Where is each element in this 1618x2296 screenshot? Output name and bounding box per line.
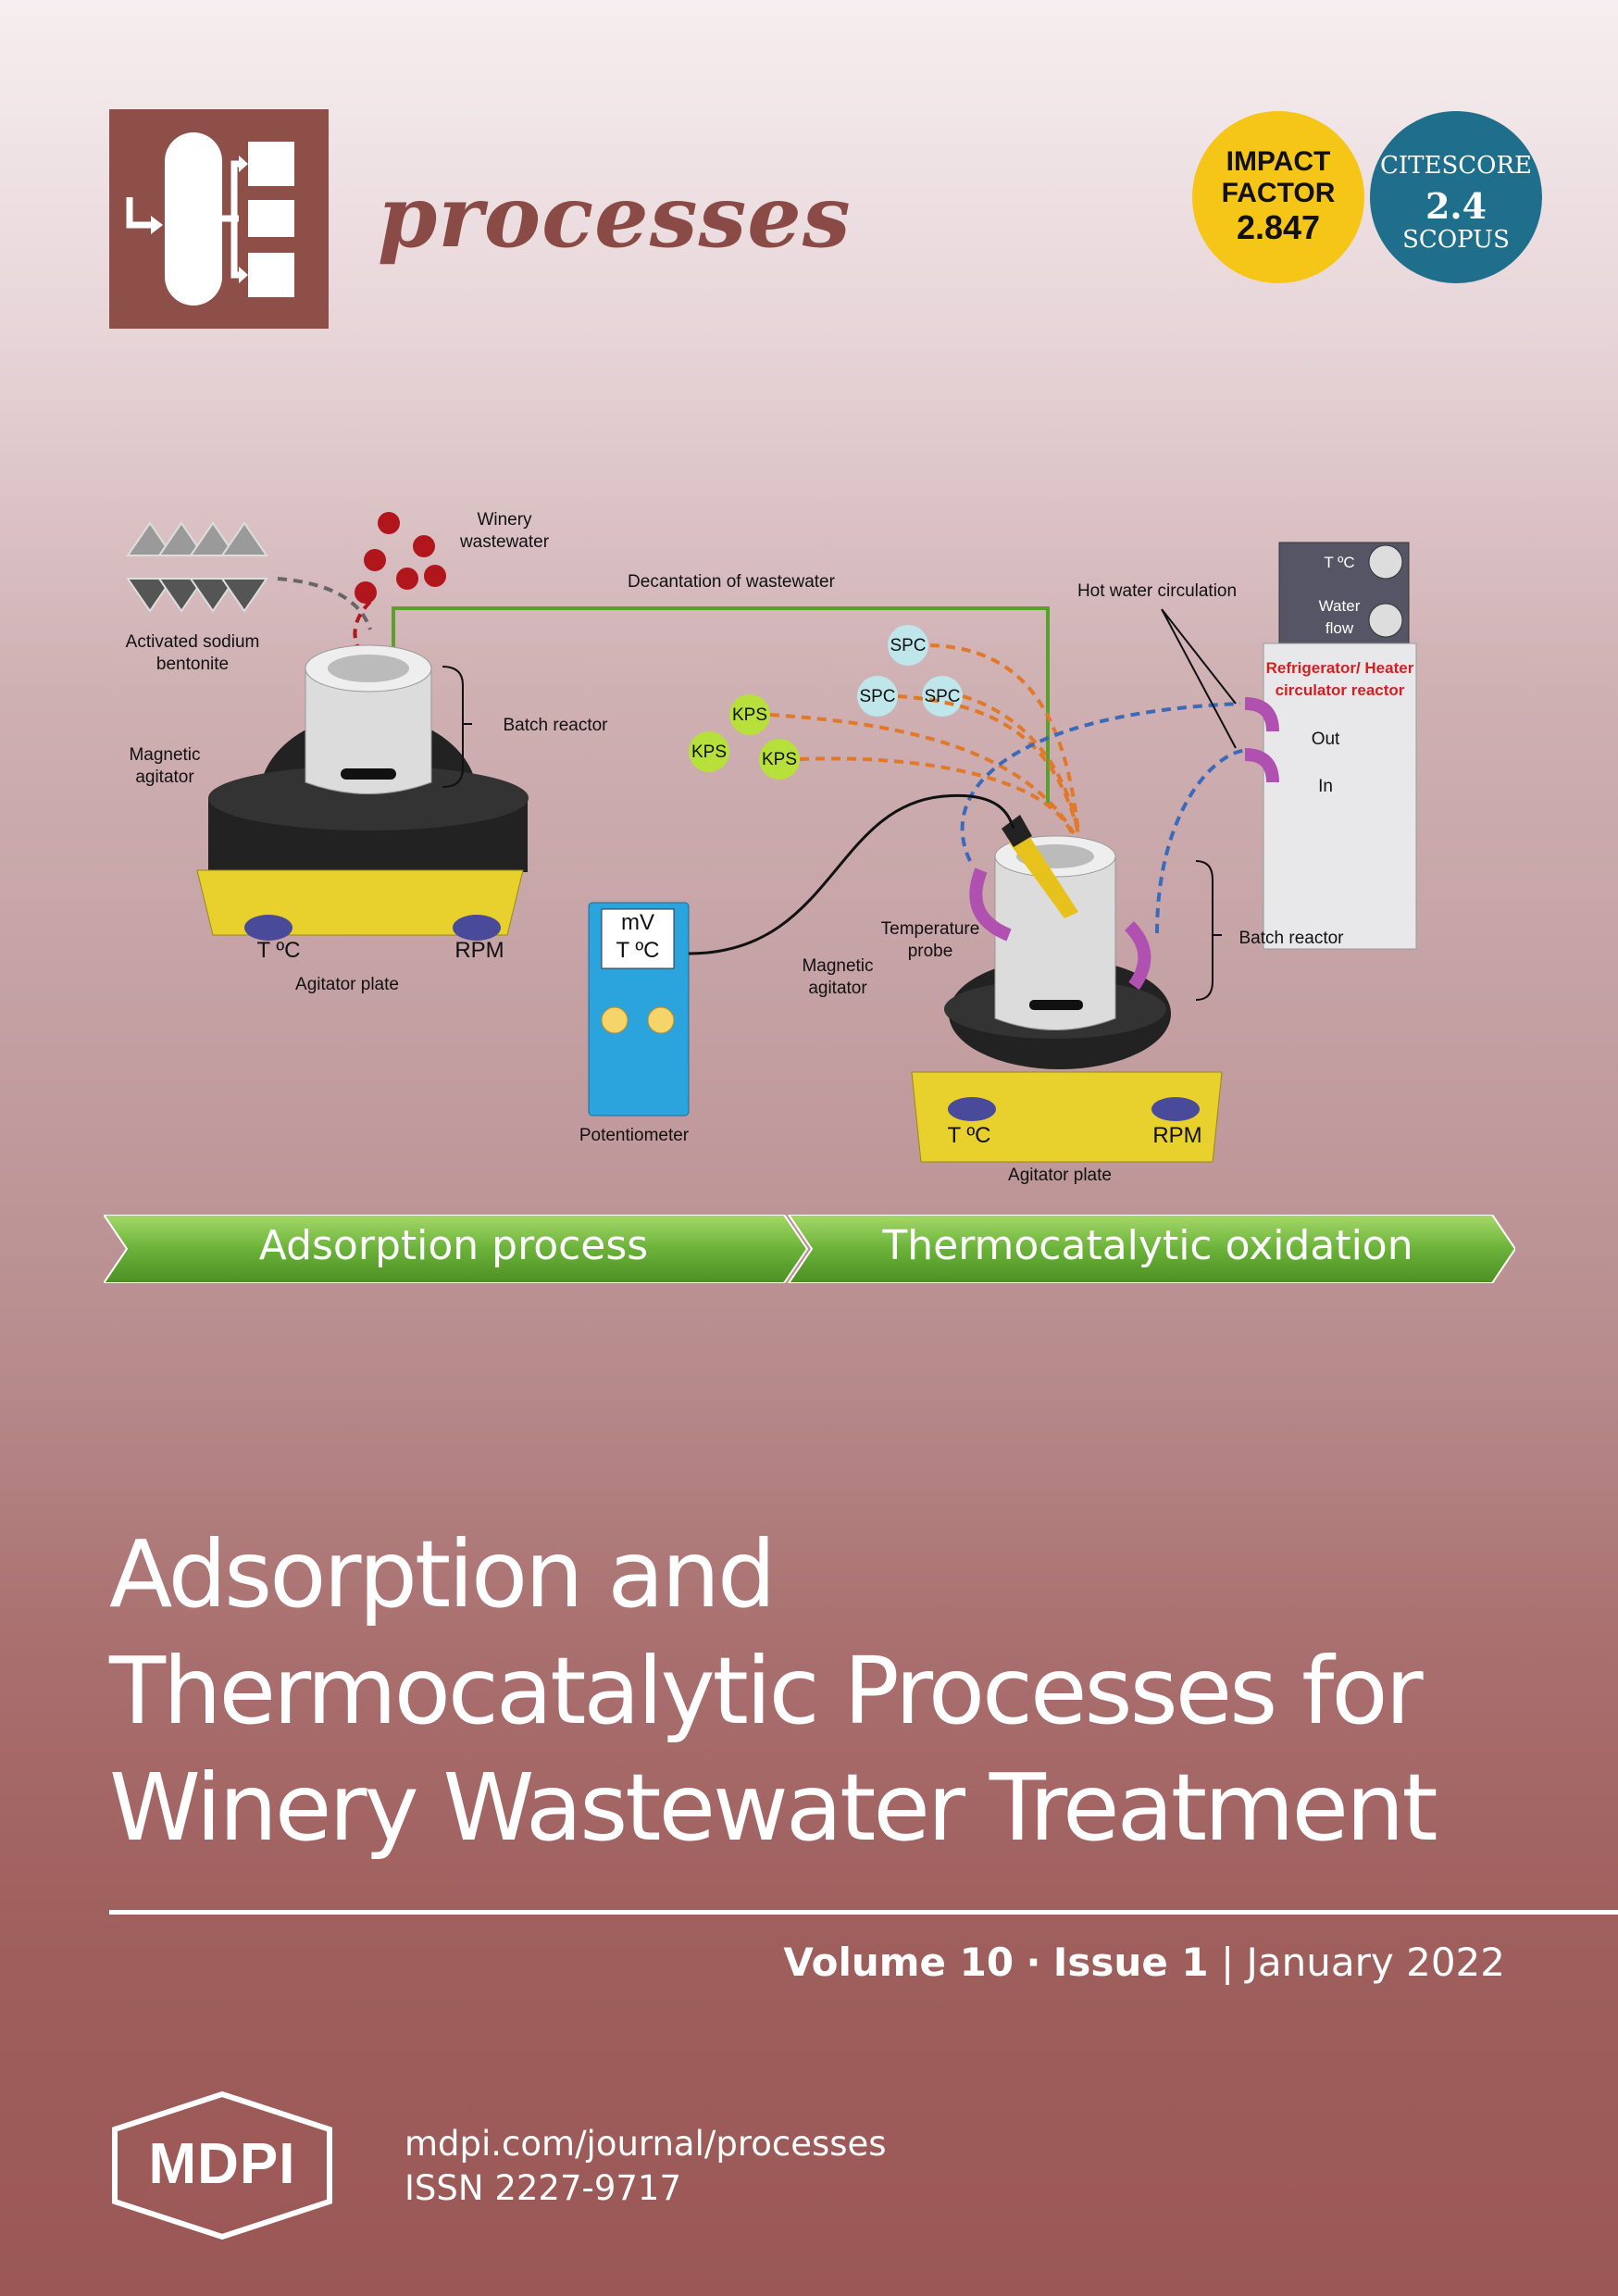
label-agitator-plate-1: Agitator plate — [295, 975, 399, 994]
citescore-label: CITESCORE — [1379, 152, 1533, 180]
kps-bubbles-icon — [689, 694, 800, 780]
journal-url[interactable]: mdpi.com/journal/processes — [404, 2124, 887, 2164]
issue-label: Issue 1 — [1052, 1940, 1209, 1985]
impact-factor-badge: IMPACT FACTOR 2.847 — [1192, 111, 1364, 283]
kps-label-3: KPS — [761, 750, 798, 769]
label-agitator-plate-2: Agitator plate — [1008, 1166, 1112, 1185]
scopus-label: SCOPUS — [1402, 226, 1510, 254]
wastewater-droplets-icon — [355, 512, 446, 604]
bentonite-icon — [126, 521, 268, 613]
mdpi-logo-text: MDPI — [148, 2132, 296, 2196]
fridge-out-label: Out — [1311, 730, 1340, 749]
fridge-in-label: In — [1318, 777, 1333, 796]
label-batch-reactor-2: Batch reactor — [1238, 929, 1344, 948]
impact-factor-value: 2.847 — [1236, 208, 1321, 246]
title-line-1: Adsorption and — [109, 1520, 776, 1628]
label-winery-wastewater: Winery wastewater — [459, 510, 550, 552]
mdpi-hexagon-icon — [112, 2090, 332, 2240]
label-hot-water: Hot water circulation — [1077, 581, 1238, 601]
label-potentiometer: Potentiometer — [579, 1126, 690, 1145]
process-arrow-bar — [104, 1215, 1515, 1283]
citescore-value: 2.4 — [1425, 185, 1487, 227]
step-thermocatalytic: Thermocatalytic oxidation — [882, 1222, 1413, 1269]
issn: ISSN 2227-9717 — [404, 2168, 681, 2208]
label-temperature-probe: Temperature probe — [880, 919, 980, 961]
label-decantation: Decantation of wastewater — [628, 572, 835, 592]
label-activated-bentonite: Activated sodium bentonite — [125, 632, 260, 674]
issue-separator: · — [1026, 1940, 1041, 1985]
plate1-rpm: RPM — [454, 938, 504, 963]
kps-label-2: KPS — [691, 742, 728, 762]
spc-bubbles-icon — [857, 625, 963, 717]
journal-logo[interactable] — [109, 109, 329, 329]
publisher-info: mdpi.com/journal/processes ISSN 2227-971… — [404, 2122, 887, 2211]
divider — [109, 1910, 1618, 1915]
volume-label: Volume 10 — [783, 1940, 1014, 1985]
title-line-2: Thermocatalytic Processes for — [109, 1637, 1424, 1745]
plate2-temp: T ºC — [947, 1123, 991, 1148]
label-batch-reactor-1: Batch reactor — [503, 716, 608, 735]
meter-temp: T ºC — [616, 938, 660, 963]
plate2-rpm: RPM — [1152, 1123, 1202, 1148]
citescore-badge: CITESCORE 2.4 SCOPUS — [1370, 111, 1542, 283]
label-refrigerator: Refrigerator/ Heater circulator reactor — [1265, 659, 1414, 699]
step-adsorption: Adsorption process — [258, 1222, 649, 1269]
issue-bar: | — [1221, 1940, 1235, 1985]
factor-label: FACTOR — [1221, 178, 1336, 208]
label-magnetic-agitator-2: Magnetic agitator — [802, 956, 874, 998]
spc-label-3: SPC — [924, 687, 961, 706]
meter-mv: mV — [621, 910, 654, 935]
impact-label: IMPACT — [1226, 146, 1331, 177]
kps-label-1: KPS — [731, 705, 768, 725]
process-logo-icon — [126, 132, 294, 306]
journal-name: processes — [378, 167, 852, 267]
spc-label-1: SPC — [890, 636, 927, 655]
process-diagram — [126, 512, 1417, 1163]
issue-date: January 2022 — [1246, 1940, 1505, 1985]
plate1-temp: T ºC — [256, 938, 301, 963]
spc-label-2: SPC — [859, 687, 896, 706]
fridge-flow-label: Water flow — [1318, 597, 1361, 637]
mdpi-logo[interactable]: MDPI — [109, 2090, 336, 2240]
article-title: Adsorption and Thermocatalytic Processes… — [109, 1516, 1553, 1866]
fridge-temp-label: T ºC — [1324, 554, 1355, 571]
issue-info: Volume 10 · Issue 1 | January 2022 — [783, 1940, 1505, 1985]
label-magnetic-agitator-1: Magnetic agitator — [129, 745, 201, 787]
title-line-3: Winery Wastewater Treatment — [109, 1753, 1438, 1862]
